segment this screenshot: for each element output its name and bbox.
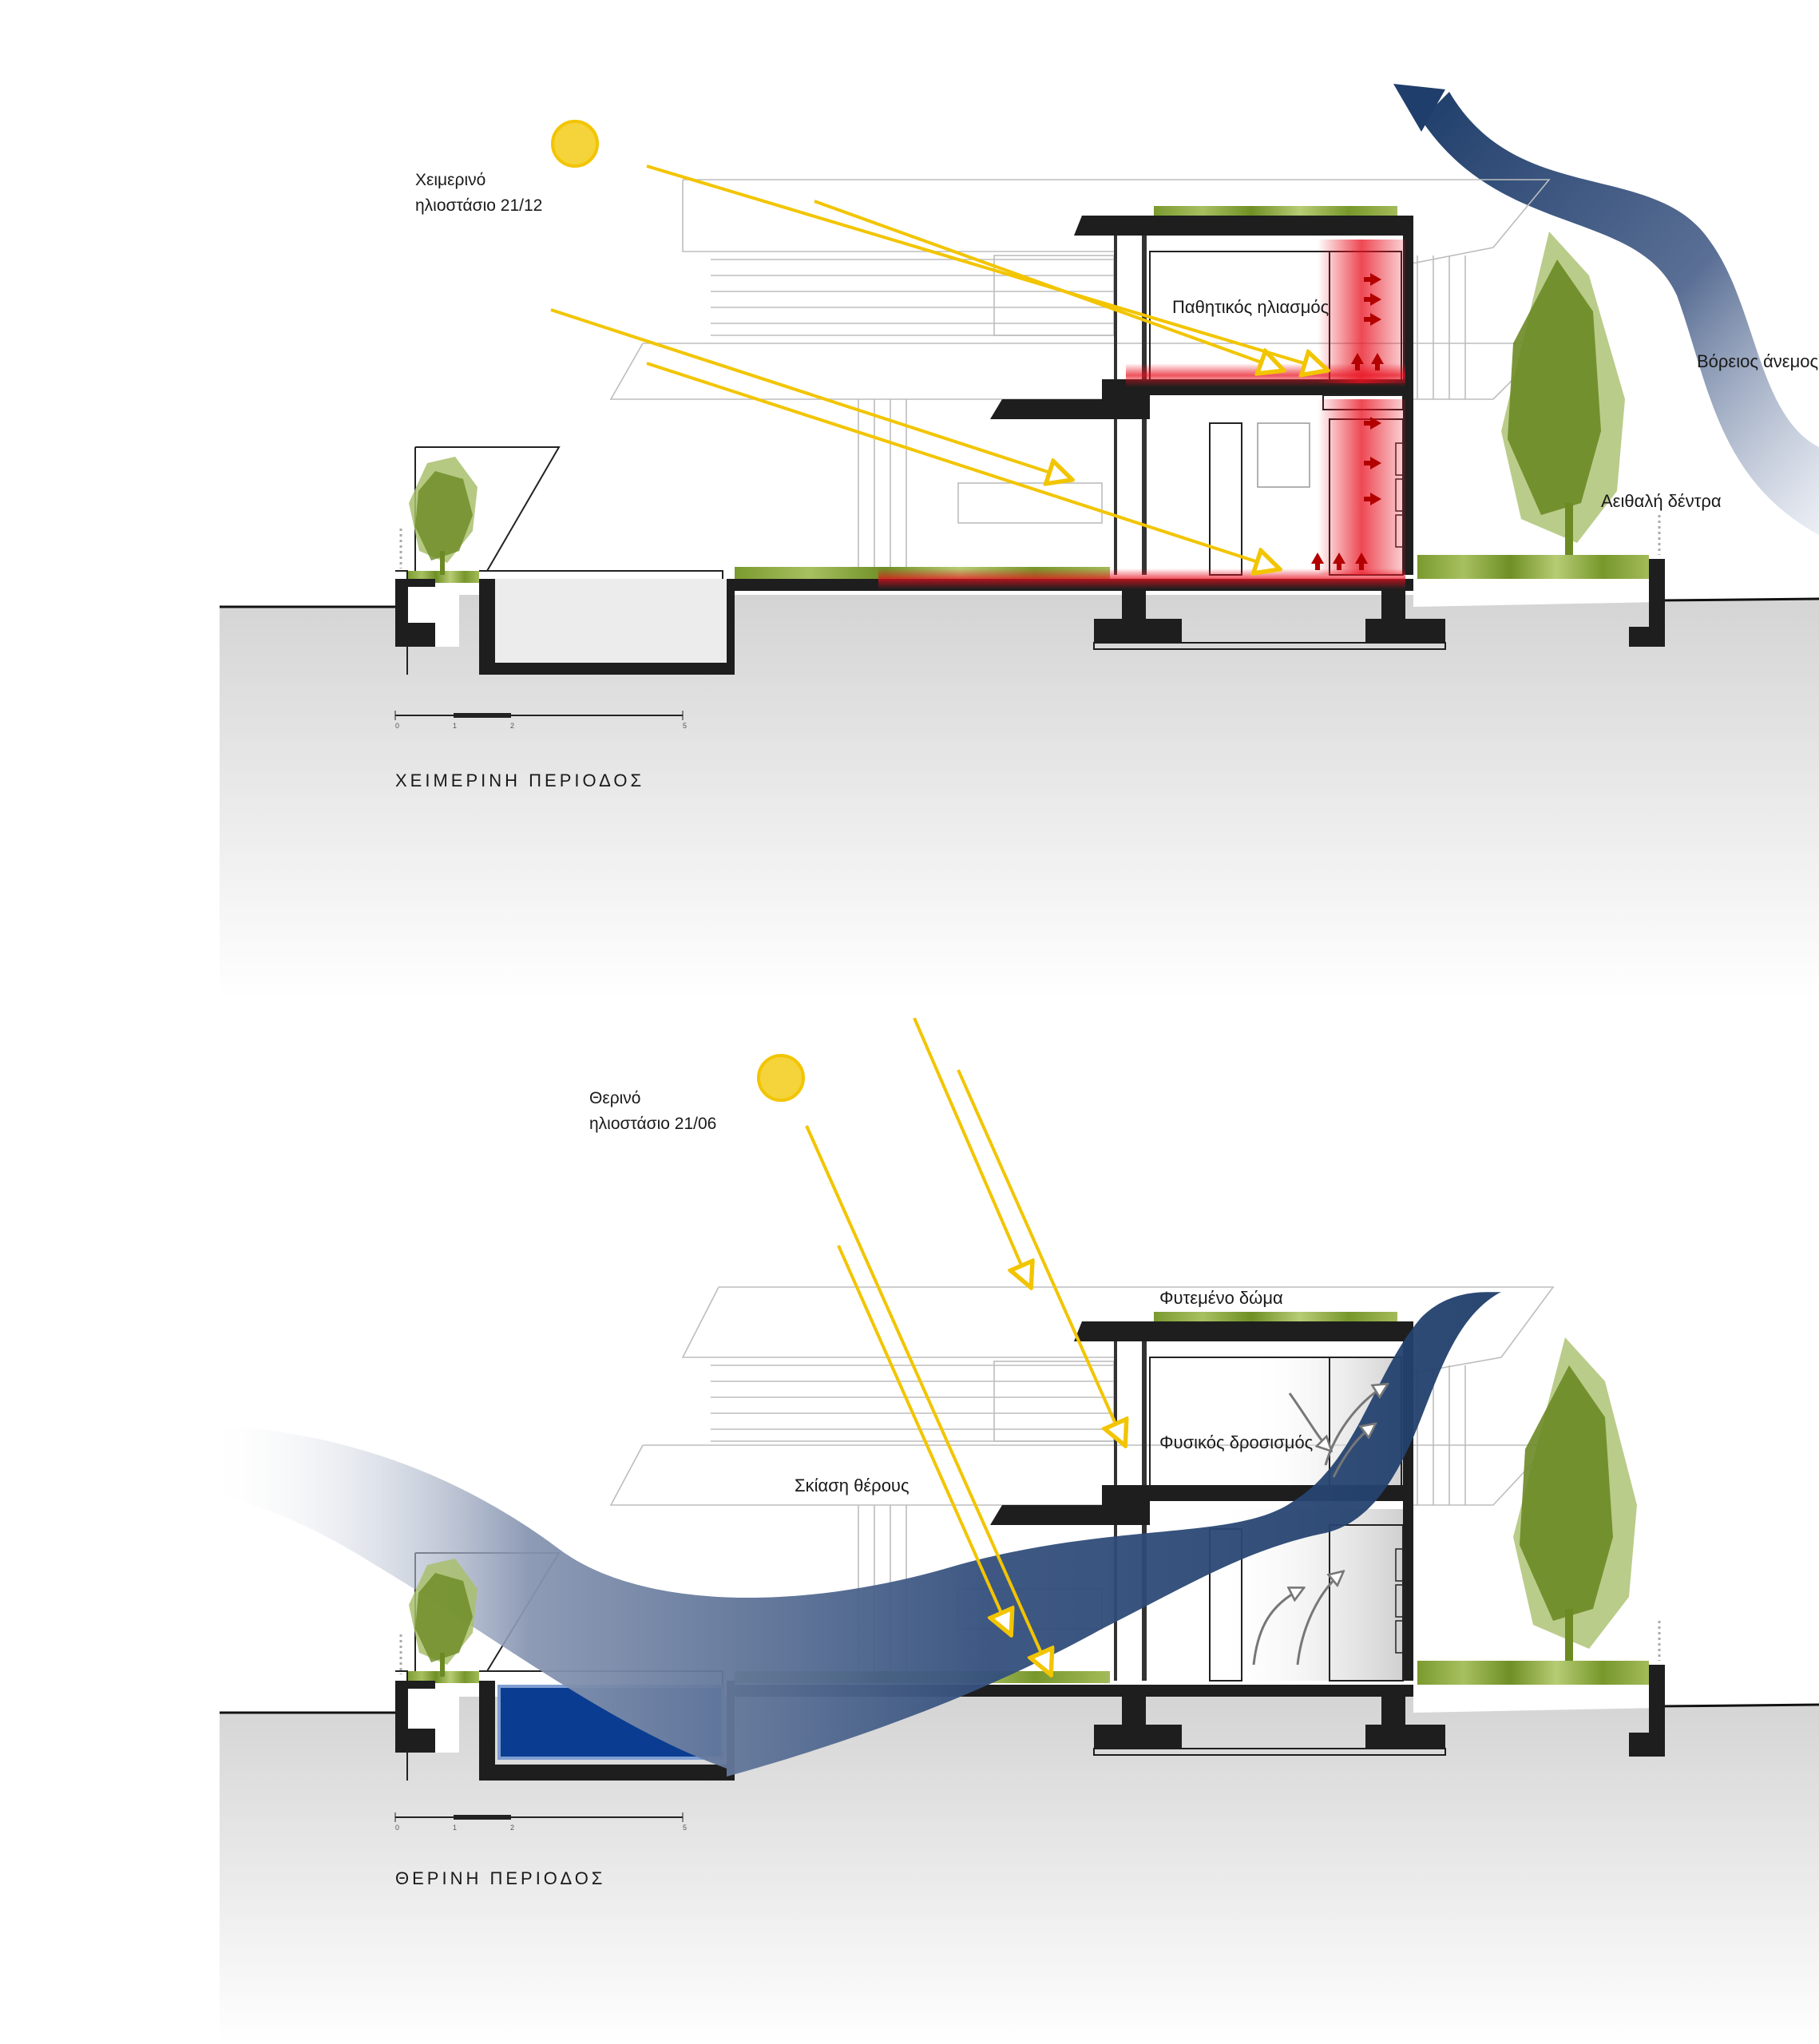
summer-period-title: ΘΕΡΙΝΗ ΠΕΡΙΟΔΟΣ [395,1868,605,1888]
winter-panel: Χειμερινό ηλιοστάσιο 21/12 Παθητικός ηλι… [220,84,1819,998]
winter-scale-5: 5 [683,722,687,730]
winter-scale-2: 2 [510,722,514,730]
summer-sun-icon [757,1054,805,1102]
north-wind-label: Βόρειος άνεμος [1697,351,1818,371]
passive-heating-label: Παθητικός ηλιασμός [1172,297,1329,317]
winter-sun-icon [551,120,599,168]
summer-panel: Θερινό ηλιοστάσιο 21/06 Φυτεμένο δώμα Φυ… [204,1017,1819,2044]
winter-period-title: ΧΕΙΜΕΡΙΝΗ ΠΕΡΙΟΔΟΣ [395,770,644,790]
natural-cooling-label: Φυσικός δροσισμός [1159,1432,1313,1452]
summer-solstice-label-1: Θερινό [589,1089,641,1107]
summer-scale-bar: 0 1 2 5 [394,1812,687,1832]
summer-scale-1: 1 [453,1824,457,1832]
summer-breeze-flow [204,1292,1501,1777]
heat-arrows [1311,273,1384,570]
winter-small-tree [409,457,478,575]
summer-evergreen-tree [1513,1337,1661,1661]
north-wind-arrowhead [1393,84,1445,132]
summer-scale-2: 2 [510,1824,514,1832]
evergreen-trees-label: Αειθαλή δέντρα [1601,491,1722,511]
winter-solstice-label-1: Χειμερινό [415,171,485,189]
winter-evergreen-tree [1501,232,1661,555]
summer-scale-5: 5 [683,1824,687,1832]
winter-sun-rays [550,164,1326,568]
winter-ground [220,595,1819,998]
summer-sun-rays [805,1017,1124,1673]
summer-ground [220,1697,1819,2044]
house-elevation-outline [609,179,1551,575]
green-roof-label: Φυτεμένο δώμα [1159,1288,1283,1308]
winter-scale-bar: 0 1 2 5 [394,711,687,730]
natural-cooling-arrows [1252,1385,1385,1666]
north-wind-flow [1421,92,1819,535]
winter-scale-1: 1 [453,722,457,730]
summer-shading-label: Σκίαση θέρους [795,1476,910,1495]
winter-scale-0: 0 [395,722,399,730]
summer-solstice-label-2: ηλιοστάσιο 21/06 [589,1115,716,1133]
summer-scale-0: 0 [395,1824,399,1832]
winter-solstice-label-2: ηλιοστάσιο 21/12 [415,196,542,215]
summer-small-tree [409,1559,478,1677]
